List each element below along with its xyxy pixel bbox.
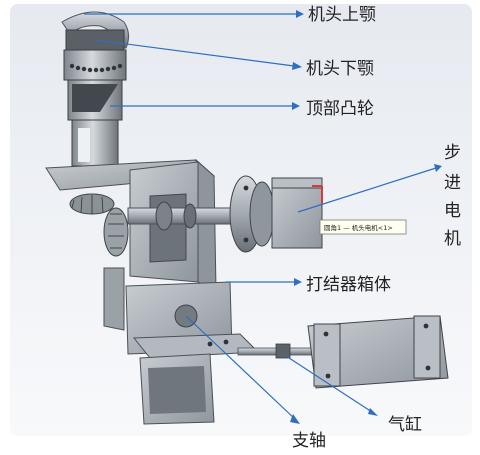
- leader-arrowheads: [290, 10, 442, 424]
- base-box-recess: [148, 366, 206, 414]
- column-highlight: [78, 128, 90, 162]
- drive-shaft: [127, 201, 239, 231]
- label-stepper-motor-1: 步: [444, 143, 461, 163]
- leader-lines: [84, 13, 437, 421]
- stepper-motor-body: [271, 177, 323, 249]
- right-bracket-side: [195, 158, 217, 291]
- bevel-gears: [69, 193, 129, 257]
- leader-shaft: [185, 315, 297, 421]
- tooltip-text: 圆角1 — 机头电机<1>: [324, 223, 393, 232]
- knotter-left-fin: [103, 267, 125, 331]
- label-top-cam: 顶部凸轮: [306, 99, 374, 119]
- tooltip: 圆角1 — 机头电机<1>: [319, 219, 407, 235]
- shaft-collar-1: [155, 201, 173, 231]
- lower-jaw-housing: [63, 49, 127, 81]
- label-upper-jaw: 机头上颚: [308, 5, 376, 25]
- coupling: [229, 175, 275, 253]
- shaft-collar-2: [183, 203, 197, 229]
- label-stepper-motor-2: 进: [444, 173, 461, 193]
- air-cylinder-body: [307, 315, 449, 389]
- coupling-hub: [249, 181, 275, 247]
- label-shaft: 支轴: [292, 431, 326, 451]
- knotter-box: [103, 267, 260, 425]
- gear-teeth: [71, 195, 124, 249]
- machine-head: [61, 11, 130, 167]
- label-knotter-box: 打结器箱体: [306, 275, 391, 295]
- air-cylinder-assembly: [237, 315, 449, 389]
- head-housing-top: [65, 29, 125, 51]
- drive-shaft-body: [127, 207, 239, 225]
- stepper-motor: [271, 177, 323, 249]
- label-cylinder: 气缸: [388, 414, 422, 435]
- leader-cylinder: [285, 355, 373, 413]
- bevel-gear-vertical: [103, 207, 129, 257]
- rod-nut: [275, 343, 291, 359]
- label-stepper-motor-3: 电: [444, 201, 461, 221]
- leader-stepper-motor: [297, 167, 437, 213]
- stepper-motor-cap: [271, 177, 323, 189]
- bearing-balls: [69, 63, 123, 73]
- label-lower-jaw: 机头下颚: [306, 59, 374, 79]
- label-stepper-motor-4: 机: [444, 229, 461, 249]
- leader-lower-jaw: [95, 39, 295, 67]
- tooltip-box: [319, 219, 407, 235]
- top-cam-profile: [72, 84, 118, 112]
